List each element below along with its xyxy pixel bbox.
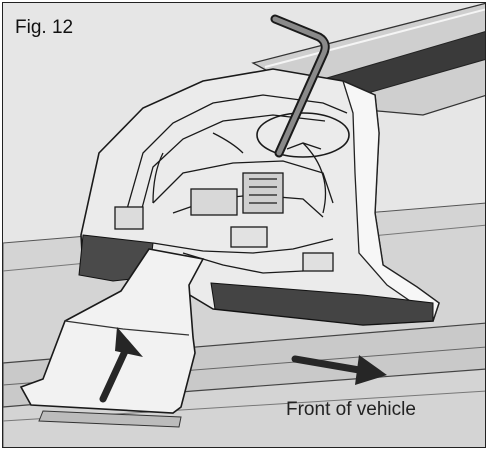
foot-base-pad-right — [210, 282, 434, 326]
clamp-mechanism — [114, 94, 350, 274]
cover-plate-underside — [38, 410, 182, 428]
roof-rack-illustration — [3, 3, 485, 447]
front-of-vehicle-label: Front of vehicle — [286, 399, 416, 420]
foot-side-shell — [341, 79, 440, 323]
arrow-right-icon — [291, 355, 387, 385]
figure-frame: Fig. 12 Front of vehicle — [2, 2, 486, 448]
figure-label: Fig. 12 — [15, 17, 74, 38]
allen-key-icon — [270, 14, 330, 158]
cover-plate-fold — [64, 320, 190, 336]
crossbar-highlight — [264, 8, 485, 68]
arrow-up-icon — [99, 327, 143, 403]
